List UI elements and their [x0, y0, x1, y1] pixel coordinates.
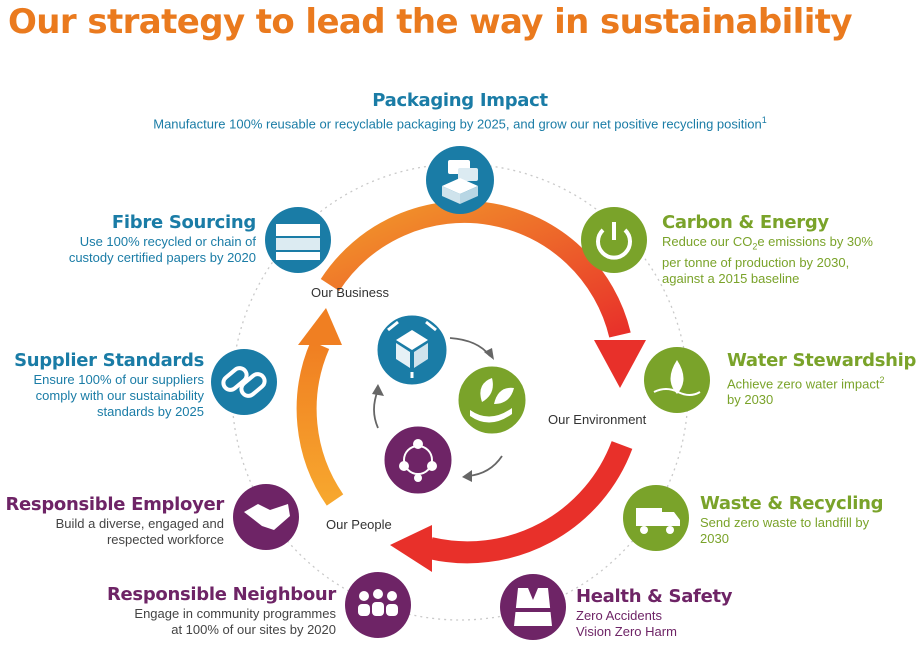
packaging-impact-heading: Packaging Impact — [372, 90, 548, 111]
inner-arrow-2 — [467, 455, 503, 477]
recycling-truck-icon — [623, 485, 689, 551]
supplier-standards-line: Ensure 100% of our suppliers — [33, 372, 204, 387]
environment-to-people-arrowhead — [390, 525, 432, 572]
our-business-label: Our Business — [311, 285, 390, 300]
waste-recycling-heading: Waste & Recycling — [700, 493, 884, 514]
responsible-employer-line: Build a diverse, engaged and — [55, 516, 224, 531]
power-icon — [581, 207, 647, 273]
waste-recycling-line: 2030 — [700, 531, 729, 546]
fibre-sourcing-heading: Fibre Sourcing — [111, 212, 256, 233]
people-to-business-arrowhead — [298, 308, 342, 345]
paper-stack-icon — [265, 207, 331, 273]
recycle-box-icon — [374, 312, 450, 388]
packaging-impact-block: Packaging Impact Manufacture 100% reusab… — [80, 90, 840, 132]
water-stewardship-block: Water Stewardship Achieve zero water imp… — [727, 350, 917, 408]
carbon-energy-heading: Carbon & Energy — [662, 212, 829, 233]
inner-arrowhead-3 — [372, 384, 384, 396]
fibre-sourcing-line: custody certified papers by 2020 — [68, 250, 256, 265]
business-to-environment-arrowhead — [594, 340, 646, 388]
packaging-icon — [426, 146, 494, 214]
water-drop-icon — [644, 347, 710, 413]
carbon-energy-line: per tonne of production by 2030, — [662, 254, 850, 270]
people-network-icon — [381, 423, 455, 497]
responsible-employer-heading: Responsible Employer — [5, 494, 224, 515]
responsible-neighbour-line: Engage in community programmes — [134, 606, 336, 621]
supplier-standards-block: Supplier Standards Ensure 100% of our su… — [4, 350, 204, 420]
packaging-footnote: 1 — [761, 115, 767, 125]
water-stewardship-line: Achieve zero water impact — [727, 376, 880, 392]
carbon-line-pre: Reduce our CO — [662, 234, 753, 249]
responsible-employer-line: respected workforce — [106, 532, 224, 547]
people-to-business-arrow — [296, 341, 344, 506]
health-safety-block: Health & Safety Zero Accidents Vision Ze… — [576, 586, 776, 640]
chain-link-icon — [211, 349, 277, 415]
fibre-sourcing-block: Fibre Sourcing Use 100% recycled or chai… — [20, 212, 256, 266]
water-footnote: 2 — [879, 375, 885, 385]
environment-to-people-arrow — [427, 441, 633, 564]
carbon-line-sub: 2 — [752, 241, 758, 252]
our-environment-label: Our Environment — [548, 412, 647, 427]
supplier-standards-line: standards by 2025 — [97, 404, 204, 419]
health-safety-line: Vision Zero Harm — [576, 624, 677, 639]
inner-arrow-1 — [449, 337, 491, 357]
supplier-standards-heading: Supplier Standards — [14, 350, 204, 371]
fibre-sourcing-line: Use 100% recycled or chain of — [79, 234, 256, 249]
health-safety-line: Zero Accidents — [576, 608, 662, 623]
health-safety-heading: Health & Safety — [576, 586, 733, 607]
inner-arrow-3 — [373, 389, 379, 429]
responsible-neighbour-line: at 100% of our sites by 2020 — [171, 622, 336, 637]
handshake-icon — [233, 484, 299, 550]
responsible-employer-block: Responsible Employer Build a diverse, en… — [4, 494, 224, 548]
leaf-hand-icon — [455, 363, 529, 437]
business-to-environment-arrow — [320, 200, 631, 338]
waste-recycling-line: Send zero waste to landfill by — [700, 515, 870, 530]
inner-arrowhead-1 — [484, 348, 494, 360]
water-stewardship-heading: Water Stewardship — [727, 350, 917, 371]
inner-arrowhead-2 — [462, 470, 472, 482]
responsible-neighbour-heading: Responsible Neighbour — [106, 584, 336, 605]
responsible-neighbour-block: Responsible Neighbour Engage in communit… — [60, 584, 336, 638]
water-stewardship-line: by 2030 — [727, 392, 774, 408]
supplier-standards-line: comply with our sustainability — [35, 388, 204, 403]
carbon-energy-line: against a 2015 baseline — [662, 270, 800, 286]
our-people-label: Our People — [326, 517, 392, 532]
carbon-energy-block: Carbon & Energy Reduce our CO2e emission… — [662, 212, 912, 287]
page-title: Our strategy to lead the way in sustaina… — [8, 2, 853, 42]
carbon-line-post: e emissions by 30% — [757, 234, 873, 249]
waste-recycling-block: Waste & Recycling Send zero waste to lan… — [700, 493, 914, 547]
packaging-impact-text: Manufacture 100% reusable or recyclable … — [153, 116, 762, 132]
safety-vest-icon — [500, 574, 566, 640]
community-icon — [345, 572, 411, 638]
